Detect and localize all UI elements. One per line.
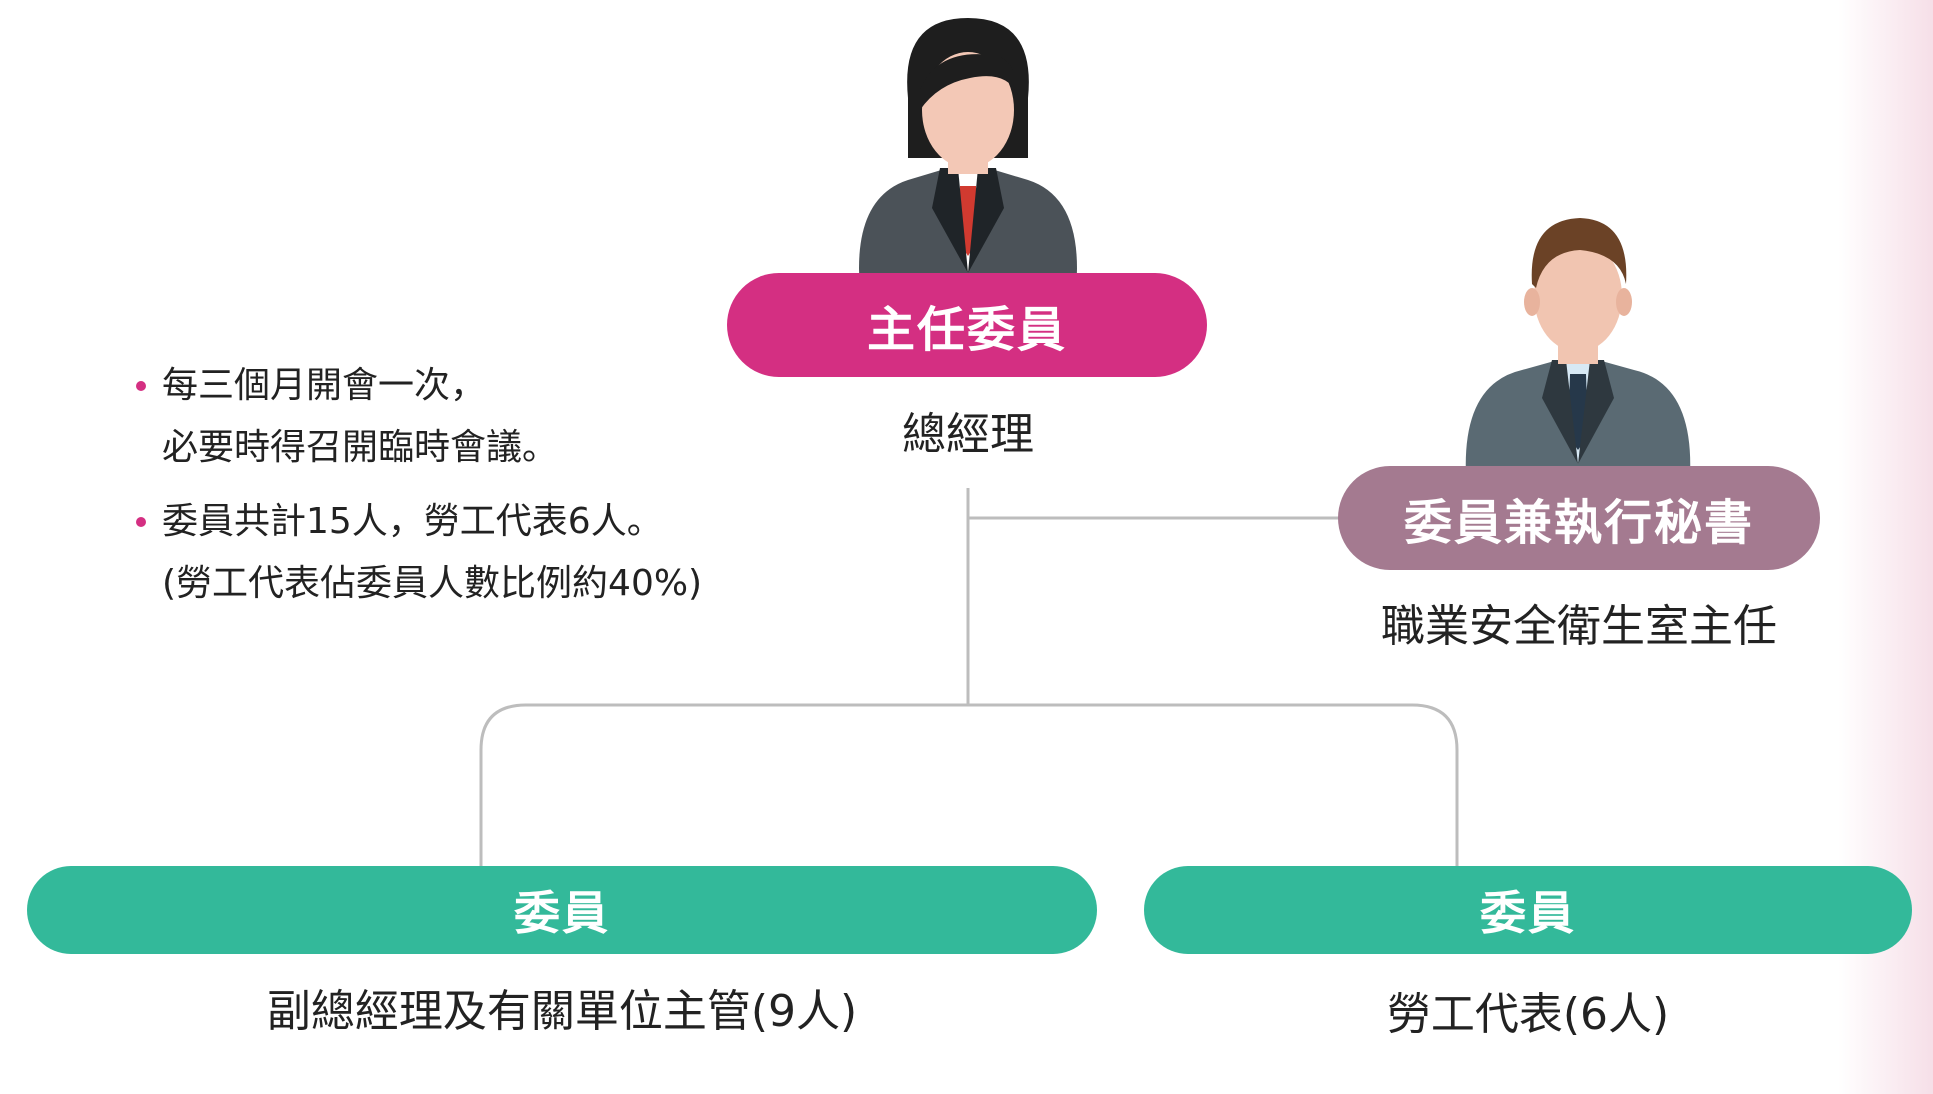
note-item: 委員共計15人，勞工代表6人。 (勞工代表佔委員人數比例約40%) bbox=[130, 491, 702, 615]
secretary-title: 職業安全衛生室主任 bbox=[1381, 601, 1777, 652]
bullet-dot bbox=[136, 381, 146, 391]
chair-role-pill: 主任委員 bbox=[727, 273, 1207, 377]
secretary-role-label: 委員兼執行秘書 bbox=[1403, 495, 1754, 551]
member-labor-title: 勞工代表(6人) bbox=[1386, 989, 1670, 1040]
note-line: 必要時得召開臨時會議。 bbox=[162, 427, 559, 468]
note-line: (勞工代表佔委員人數比例約40%) bbox=[162, 563, 703, 604]
note-item: 每三個月開會一次， 必要時得召開臨時會議。 bbox=[130, 355, 702, 479]
member-labor-role: 委員 bbox=[1480, 886, 1576, 940]
member-management-pill: 委員 bbox=[27, 866, 1097, 954]
members-branch-line bbox=[479, 703, 1459, 870]
businessman-icon bbox=[1465, 218, 1691, 476]
member-labor-pill: 委員 bbox=[1144, 866, 1912, 954]
bullet-dot bbox=[136, 517, 146, 527]
member-management-title: 副總經理及有關單位主管(9人) bbox=[266, 986, 858, 1037]
note-line: 委員共計15人，勞工代表6人。 bbox=[162, 501, 663, 542]
chair-title: 總經理 bbox=[902, 409, 1034, 460]
meeting-notes: 每三個月開會一次， 必要時得召開臨時會議。 委員共計15人，勞工代表6人。 (勞… bbox=[130, 355, 702, 627]
businesswoman-icon bbox=[859, 18, 1077, 290]
note-line: 每三個月開會一次， bbox=[162, 365, 487, 406]
chair-role-label: 主任委員 bbox=[866, 302, 1067, 358]
secretary-role-pill: 委員兼執行秘書 bbox=[1338, 466, 1820, 570]
member-management-role: 委員 bbox=[514, 886, 610, 940]
